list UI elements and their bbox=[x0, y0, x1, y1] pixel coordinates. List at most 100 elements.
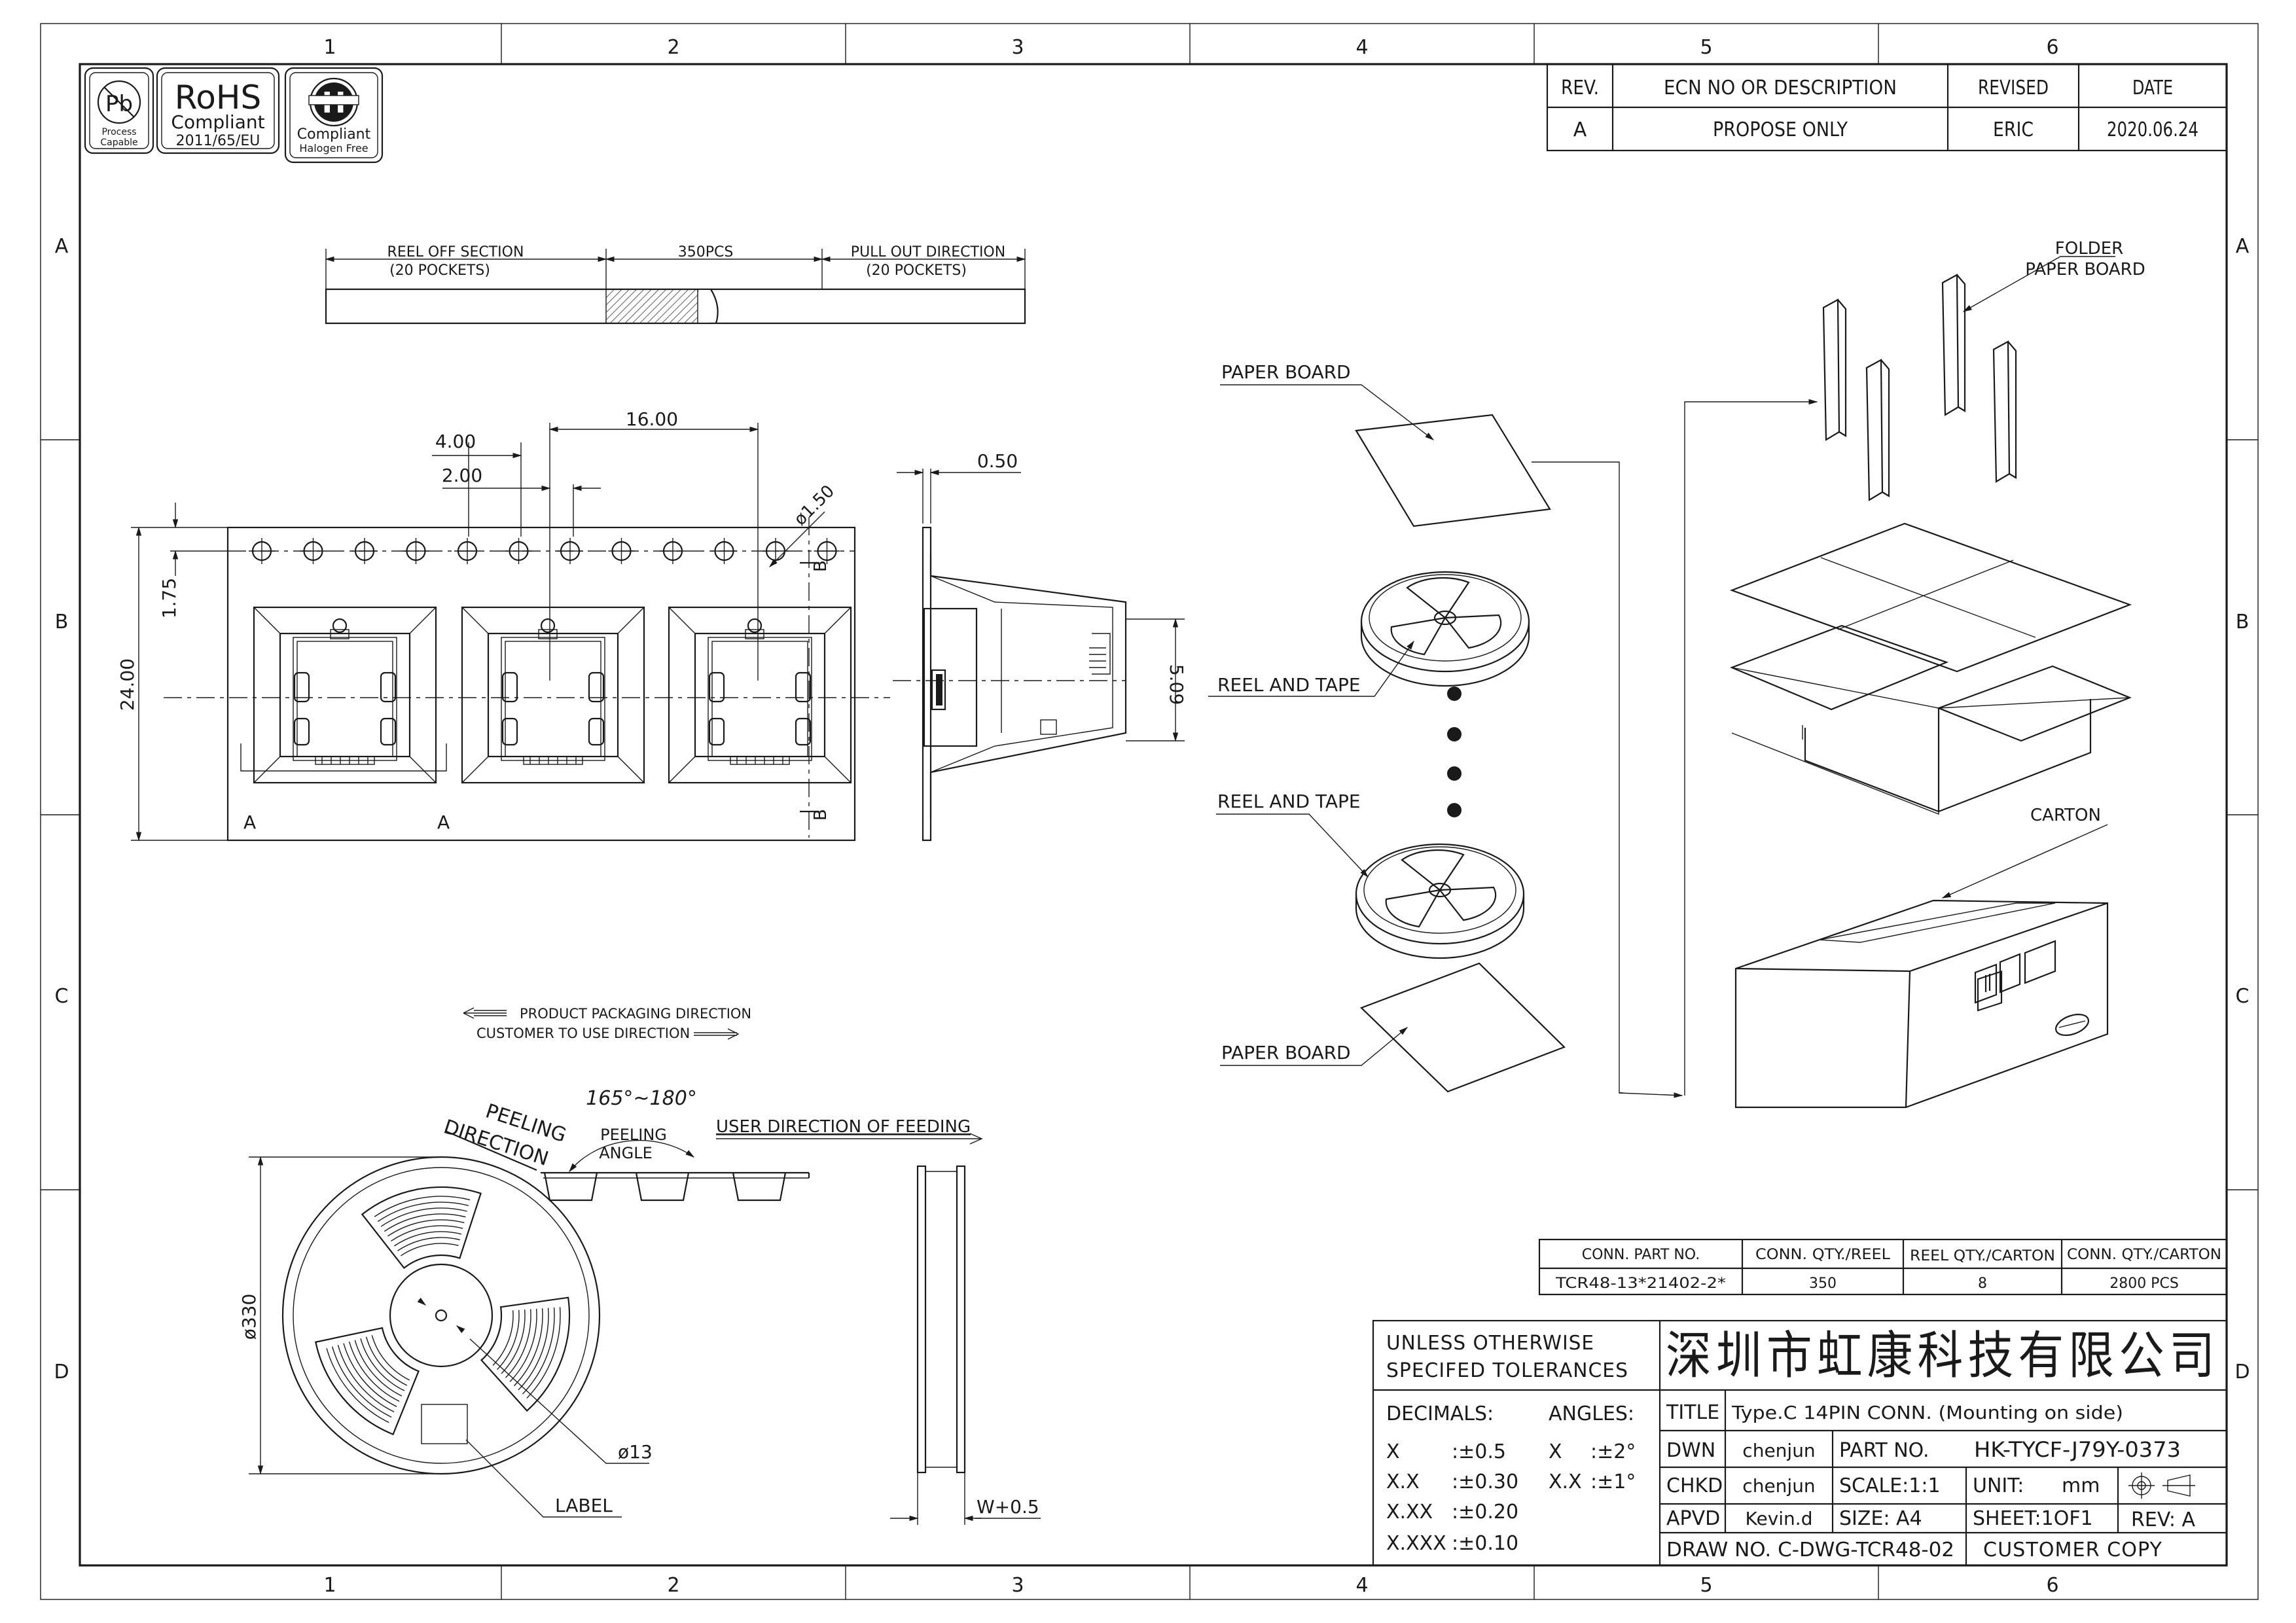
grid-row-a-right: A bbox=[2236, 235, 2250, 258]
carrier-tape-section-view: 0.50 5.09 bbox=[893, 450, 1187, 842]
svg-text:RoHS: RoHS bbox=[175, 79, 261, 116]
compliance-logos: Pb Process Capable RoHS Compliant 2011/6… bbox=[84, 67, 384, 164]
rev-value: A bbox=[1573, 118, 1587, 141]
rev-value-title: REV: A bbox=[2131, 1508, 2196, 1531]
grid-row-c-right: C bbox=[2236, 985, 2250, 1008]
grid-col-1-top: 1 bbox=[323, 36, 336, 59]
grid-col-2-bottom: 2 bbox=[667, 1574, 679, 1597]
title-label: TITLE bbox=[1666, 1401, 1719, 1424]
ang-xx-key: X.X bbox=[1549, 1471, 1582, 1493]
grid-col-5-top: 5 bbox=[1700, 36, 1712, 59]
grid-col-3-top: 3 bbox=[1011, 36, 1024, 59]
tol-x-val: :±0.5 bbox=[1452, 1440, 1506, 1463]
dim-hub-13: ø13 bbox=[618, 1441, 653, 1463]
halogen-free-logo: H Compliant Halogen Free bbox=[284, 67, 384, 164]
qty-header-part: CONN. PART NO. bbox=[1582, 1247, 1700, 1263]
tol-xx-val: :±0.30 bbox=[1452, 1471, 1518, 1493]
mid-section-label: 350PCS bbox=[678, 244, 734, 260]
apvd-value: Kevin.d bbox=[1746, 1508, 1813, 1529]
reel-width-dim: W+0.5 bbox=[977, 1496, 1039, 1518]
peeling-angle-2: ANGLE bbox=[599, 1144, 653, 1162]
scale-value: SCALE:1:1 bbox=[1839, 1474, 1941, 1497]
tape-pocket bbox=[668, 606, 852, 784]
dwn-label: DWN bbox=[1666, 1439, 1715, 1462]
section-b-top: B bbox=[811, 560, 831, 572]
reel-bottom-illustration bbox=[1355, 843, 1525, 959]
reel-tape-1-label: REEL AND TAPE bbox=[1217, 674, 1361, 696]
grid-col-1-bottom: 1 bbox=[323, 1574, 336, 1597]
svg-text:Process: Process bbox=[101, 127, 136, 137]
sheet-value: SHEET:1OF1 bbox=[1973, 1507, 2093, 1530]
chkd-label: CHKD bbox=[1666, 1474, 1723, 1497]
reel-window bbox=[361, 1186, 482, 1270]
dim-24-00: 24.00 bbox=[117, 658, 138, 711]
quantity-table: CONN. PART NO. CONN. QTY./REEL REEL QTY.… bbox=[1538, 1238, 2228, 1296]
tape-pocket bbox=[461, 606, 645, 784]
section-a-right: A bbox=[437, 812, 450, 833]
tol-xxx-val: :±0.20 bbox=[1452, 1501, 1518, 1524]
qty-cell-total: 2800 PCS bbox=[2109, 1275, 2179, 1292]
tol-xxxx-val: :±0.10 bbox=[1452, 1532, 1518, 1555]
qty-header-total: CONN. QTY./CARTON bbox=[2067, 1247, 2221, 1263]
paper-board-bottom bbox=[1359, 962, 1566, 1093]
grid-col-3-bottom: 3 bbox=[1011, 1574, 1024, 1597]
grid-col-4-top: 4 bbox=[1355, 36, 1368, 59]
rohs-logo: RoHS Compliant 2011/65/EU bbox=[156, 67, 280, 154]
pull-out-sub: (20 POCKETS) bbox=[866, 262, 967, 279]
pull-out-label: PULL OUT DIRECTION bbox=[851, 244, 1005, 260]
tolerance-heading-2: SPECIFED TOLERANCES bbox=[1386, 1359, 1628, 1382]
peeling-angle-1: PEELING bbox=[600, 1126, 667, 1144]
svg-text:Pb: Pb bbox=[105, 91, 133, 117]
chkd-value: chenjun bbox=[1742, 1475, 1815, 1497]
tol-xxxx-key: X.XXX bbox=[1386, 1532, 1446, 1555]
projection-symbol bbox=[2128, 1472, 2195, 1499]
tape-strip-diagram: REEL OFF SECTION (20 POCKETS) 350PCS PUL… bbox=[325, 244, 1026, 325]
date-value: 2020.06.24 bbox=[2107, 118, 2198, 141]
revision-block: REV. ECN NO OR DESCRIPTION REVISED DATE … bbox=[1546, 63, 2228, 152]
reel-side-view: W+0.5 bbox=[890, 1165, 1041, 1525]
open-carton-illustration bbox=[1729, 522, 2132, 815]
packaging-exploded-view: PAPER BOARD REEL AND TAPE REEL bbox=[1208, 239, 2145, 1109]
carrier-tape-top-view: 1.75 24.00 4.00 2.00 16.00 ø1.50 B B A A bbox=[117, 408, 890, 842]
dim-4-00: 4.00 bbox=[435, 431, 476, 452]
section-a-left: A bbox=[243, 812, 256, 833]
reel-front-view: ø330 ø13 LABEL PEELING DIRECTION 165°~18… bbox=[238, 1087, 983, 1518]
part-value: HK-TYCF-J79Y-0373 bbox=[1974, 1437, 2181, 1462]
grid-row-c-left: C bbox=[55, 985, 69, 1008]
dim-5-09: 5.09 bbox=[1166, 664, 1187, 705]
section-b-bottom: B bbox=[811, 809, 831, 821]
reel-off-label: REEL OFF SECTION bbox=[387, 244, 524, 260]
grid-row-d-right: D bbox=[2234, 1361, 2250, 1383]
svg-text:2011/65/EU: 2011/65/EU bbox=[176, 133, 260, 149]
dim-0-50: 0.50 bbox=[977, 450, 1018, 472]
folder-paper-boards bbox=[1822, 274, 2017, 501]
qty-header-carton: REEL QTY./CARTON bbox=[1910, 1248, 2055, 1264]
grid-row-b-right: B bbox=[2236, 611, 2250, 633]
reel-windows bbox=[314, 1186, 571, 1436]
paper-board-top-label: PAPER BOARD bbox=[1221, 361, 1351, 383]
size-value: SIZE: A4 bbox=[1839, 1507, 1922, 1530]
grid-row-b-left: B bbox=[55, 611, 69, 633]
unit-label: UNIT: bbox=[1973, 1474, 2024, 1497]
carton-label: CARTON bbox=[2030, 806, 2101, 825]
dwn-value: chenjun bbox=[1742, 1440, 1815, 1461]
user-feeding-direction: USER DIRECTION OF FEEDING bbox=[716, 1117, 971, 1137]
svg-text:Compliant: Compliant bbox=[297, 126, 371, 143]
tolerance-heading-1: UNLESS OTHERWISE bbox=[1386, 1332, 1594, 1355]
grid-col-5-bottom: 5 bbox=[1700, 1574, 1712, 1597]
tape-pockets bbox=[253, 606, 852, 784]
tape-pocket bbox=[253, 606, 437, 784]
paper-board-bottom-label: PAPER BOARD bbox=[1221, 1042, 1351, 1063]
apvd-label: APVD bbox=[1666, 1507, 1720, 1530]
draw-no: DRAW NO. C-DWG-TCR48-02 bbox=[1666, 1539, 1954, 1561]
grid-row-labels: A B C D A B C D bbox=[54, 235, 2250, 1383]
svg-text:Halogen Free: Halogen Free bbox=[299, 142, 368, 154]
closed-carton-illustration bbox=[1734, 899, 2109, 1109]
ang-x-key: X bbox=[1549, 1440, 1562, 1463]
reel-tape-2-label: REEL AND TAPE bbox=[1217, 791, 1361, 812]
svg-text:Capable: Capable bbox=[100, 137, 137, 148]
reel-top-illustration bbox=[1360, 571, 1530, 687]
angles-label: ANGLES: bbox=[1549, 1402, 1634, 1425]
unit-value: mm bbox=[2062, 1474, 2100, 1497]
title-block: UNLESS OTHERWISE SPECIFED TOLERANCES 深圳市… bbox=[1372, 1319, 2228, 1567]
